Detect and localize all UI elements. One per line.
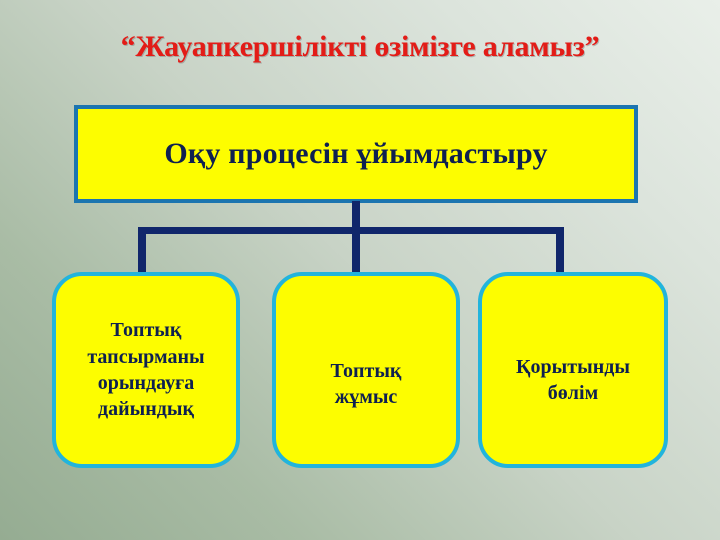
connector-horizontal-bar: [138, 227, 564, 234]
connector-drop-left: [138, 227, 146, 273]
diagram-child-node-1[interactable]: Топтық тапсырманы орындауға дайындық: [52, 272, 240, 468]
connector-drop-middle: [352, 227, 360, 273]
diagram-root-node-label: Оқу процесін ұйымдастыру: [164, 137, 548, 171]
diagram-child-node-1-label: Топтық тапсырманы орындауға дайындық: [87, 319, 205, 421]
diagram-root-node[interactable]: Оқу процесін ұйымдастыру: [74, 105, 638, 203]
diagram-child-node-2[interactable]: Топтық жұмыс: [272, 272, 460, 468]
diagram-child-node-3[interactable]: Қорытынды бөлім: [478, 272, 668, 468]
slide-title: “Жауапкершілікті өзімізге аламыз”: [120, 30, 600, 63]
connector-stem-vertical: [352, 201, 360, 233]
connector-drop-right: [556, 227, 564, 273]
diagram-child-node-3-label: Қорытынды бөлім: [516, 355, 630, 404]
diagram-child-node-2-label: Топтық жұмыс: [330, 359, 402, 408]
